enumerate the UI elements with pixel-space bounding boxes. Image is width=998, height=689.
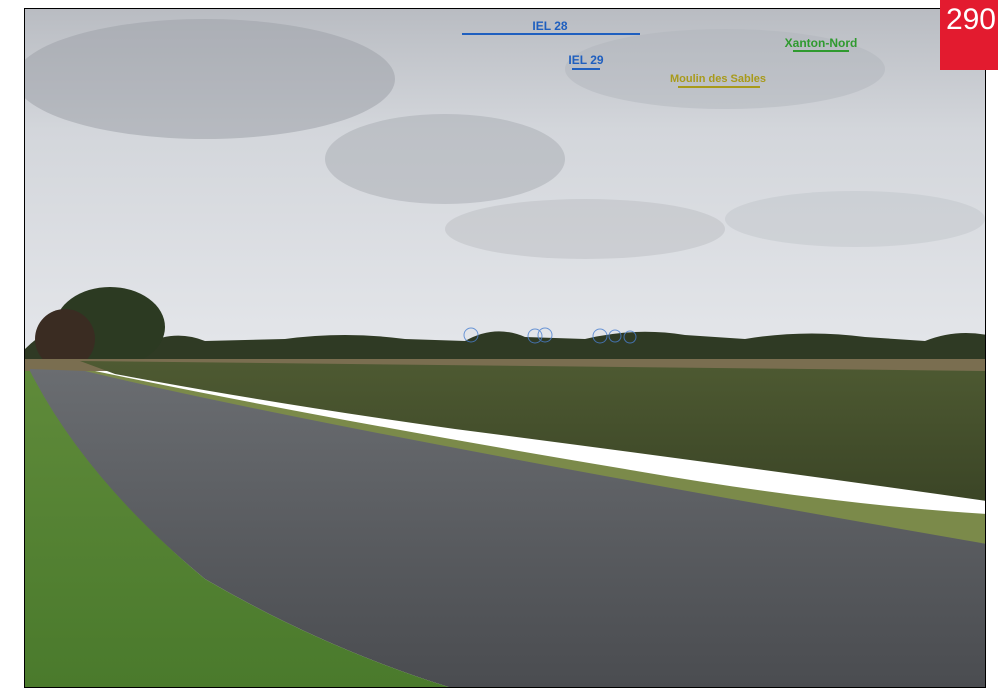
cloud — [25, 19, 395, 139]
cloud — [725, 191, 985, 247]
grass-verge-left — [25, 371, 449, 687]
cloud — [565, 29, 885, 109]
cloud — [445, 199, 725, 259]
wind-turbines — [463, 327, 637, 344]
turbine-label-iel-29: IEL 29 — [568, 53, 604, 67]
landscape-photo — [25, 9, 985, 687]
turbine-underline-moulin-des-sables — [678, 86, 760, 88]
tree — [35, 309, 95, 369]
turbine-underline-xanton-nord — [793, 50, 849, 52]
turbine-label-moulin-des-sables: Moulin des Sables — [670, 73, 766, 85]
page-number-badge: 290 — [940, 0, 998, 70]
turbine-underline-iel-28 — [462, 33, 640, 35]
photo-frame: IEL 28 IEL 29 Xanton-Nord Moulin des Sab… — [24, 8, 986, 688]
turbine-label-xanton-nord: Xanton-Nord — [784, 36, 858, 50]
cloud — [325, 114, 565, 204]
turbine-label-iel-28: IEL 28 — [532, 19, 568, 33]
treeline — [25, 326, 985, 361]
turbine-underline-iel-29 — [572, 68, 600, 70]
road — [30, 369, 985, 687]
hedge — [80, 361, 985, 501]
